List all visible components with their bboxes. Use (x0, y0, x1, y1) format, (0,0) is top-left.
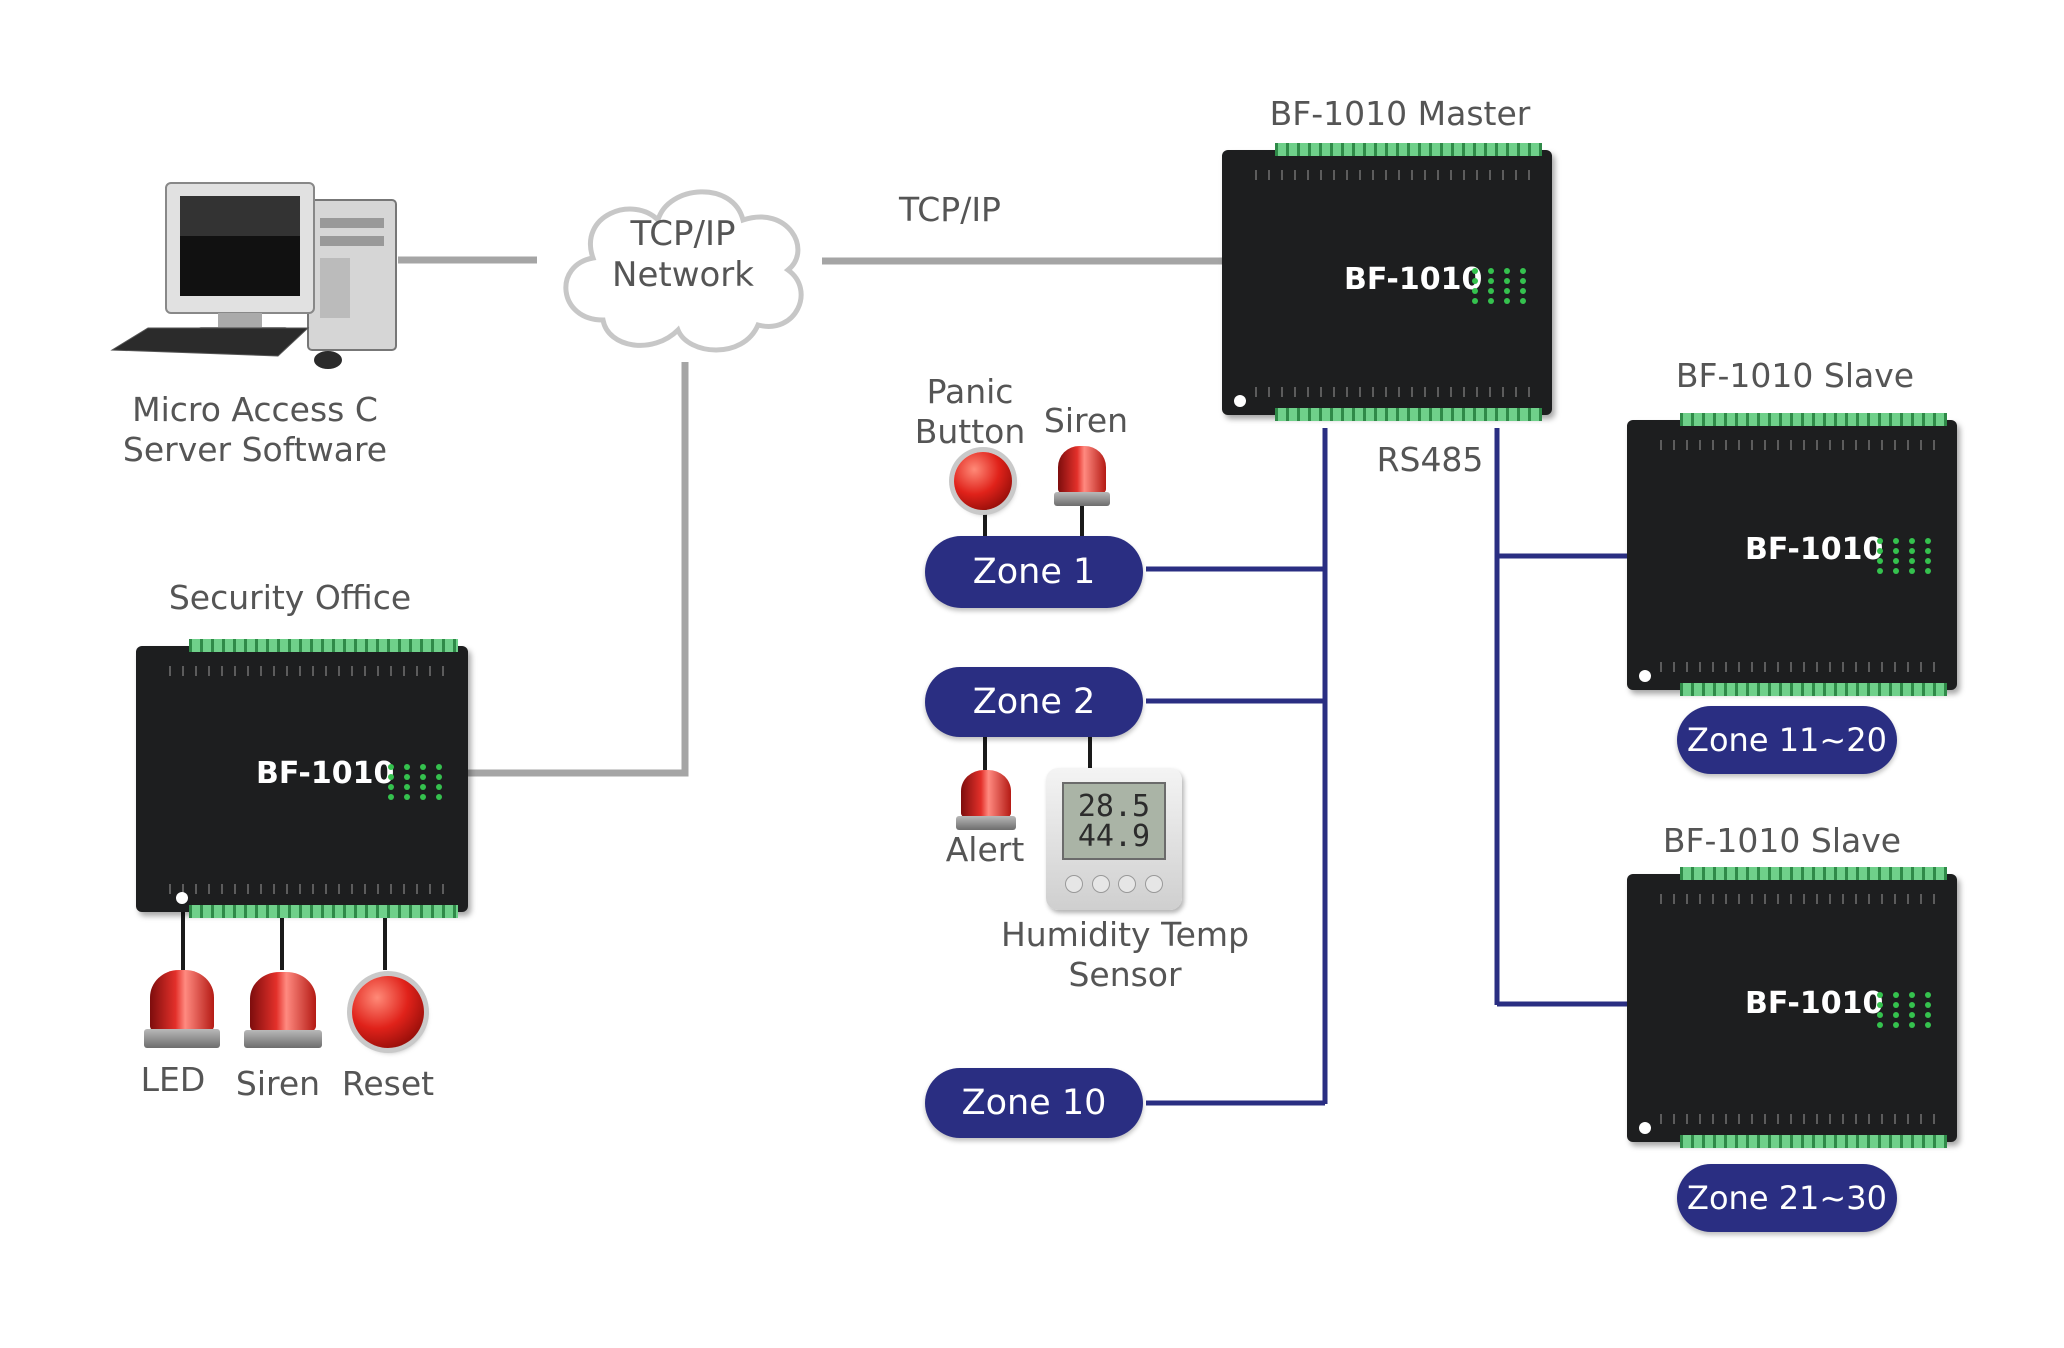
slave1-brand: BF-1010 (1745, 532, 1884, 567)
cloud-label: TCP/IP Network (612, 214, 754, 296)
siren-office-label: Siren (235, 1064, 321, 1103)
master-label: BF-1010 Master (1269, 94, 1531, 133)
slave2-brand: BF-1010 (1745, 986, 1884, 1021)
zone2-pill: Zone 2 (925, 667, 1143, 737)
master-top-terminals (1274, 143, 1543, 156)
slave2-label: BF-1010 Slave (1662, 821, 1902, 860)
master-controller: BF-1010 (1222, 143, 1552, 421)
master-brand: BF-1010 (1344, 262, 1483, 297)
zone1-pill: Zone 1 (925, 536, 1143, 608)
security-office-label: Security Office (168, 578, 412, 617)
pc-label: Micro Access C Server Software (122, 390, 388, 470)
slave1-controller: BF-1010 (1627, 413, 1957, 696)
panic-button-icon (954, 452, 1012, 510)
led-label: LED (140, 1060, 206, 1099)
panic-button-label: Panic Button (914, 372, 1026, 452)
siren-zone1-icon (1054, 446, 1110, 506)
cloud-to-security-office-link (466, 362, 689, 777)
siren-zone1-label: Siren (1043, 401, 1129, 440)
server-computer-icon (108, 178, 400, 378)
siren-office-icon (244, 972, 322, 1048)
tcpip-link-label: TCP/IP (899, 190, 1001, 229)
master-status-leds (1472, 268, 1532, 304)
alert-beacon-icon (956, 770, 1016, 830)
humidity-temp-sensor-icon: 28.5 44.9 (1046, 768, 1182, 910)
slave2-controller: BF-1010 (1627, 867, 1957, 1148)
master-bottom-terminals (1274, 408, 1543, 421)
led-beacon-icon (144, 970, 220, 1048)
security-office-controller: BF-1010 (136, 639, 468, 918)
reset-label: Reset (341, 1064, 435, 1103)
humidity-sensor-label: Humidity Temp Sensor (1000, 915, 1250, 995)
sensor-display: 28.5 44.9 (1062, 782, 1166, 861)
alert-label: Alert (945, 830, 1025, 869)
zone21-30-pill: Zone 21~30 (1677, 1164, 1897, 1232)
network-cloud-icon (563, 189, 804, 353)
slave1-label: BF-1010 Slave (1675, 356, 1915, 395)
rs485-label: RS485 (1376, 440, 1484, 479)
zone11-20-pill: Zone 11~20 (1677, 706, 1897, 774)
reset-button-icon (352, 976, 424, 1048)
security-office-brand: BF-1010 (256, 756, 395, 791)
zone10-pill: Zone 10 (925, 1068, 1143, 1138)
